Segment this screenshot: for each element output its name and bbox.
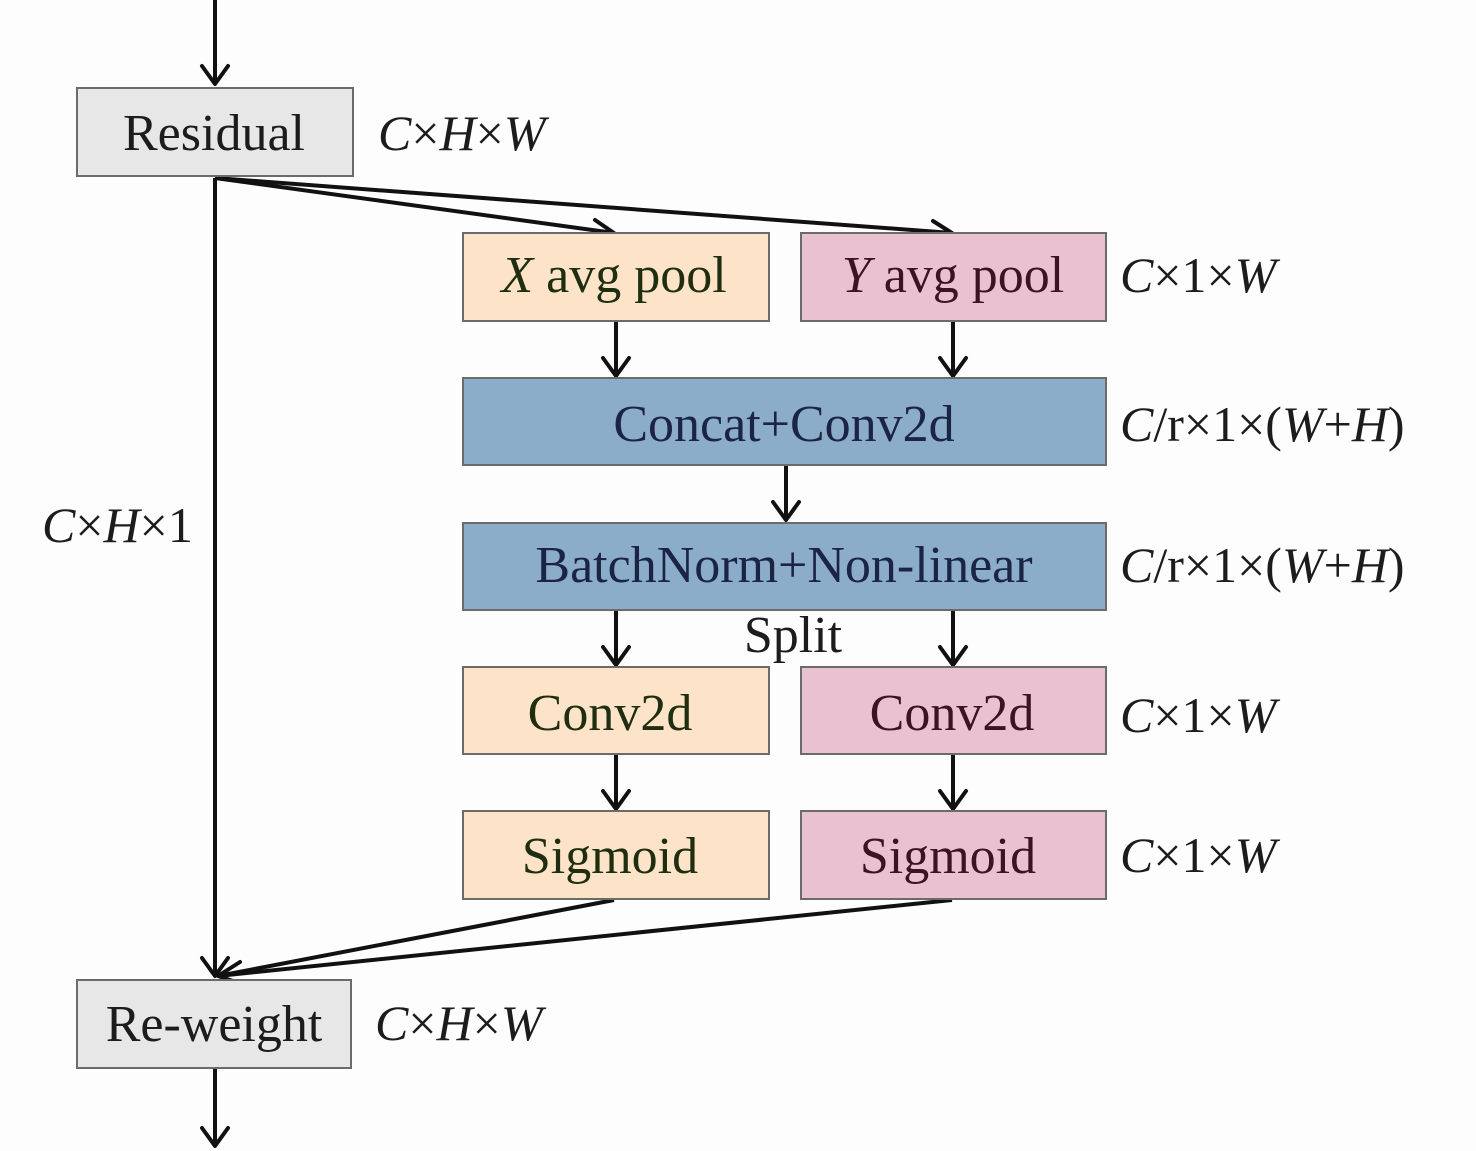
reweight-node: Re-weight [76, 979, 352, 1069]
sigmoid-dim-c: C [1120, 827, 1154, 883]
residual-dim-c: C [378, 105, 412, 161]
reweight-dim-w: W [501, 995, 547, 1051]
reweight-dim-h: H [436, 995, 476, 1051]
x-avg-pool-text: avg pool [533, 247, 727, 304]
concat-dim-close: ) [1388, 396, 1405, 452]
concat-conv-node: Concat+Conv2d [462, 377, 1107, 466]
pool-dim-mid: ×1× [1153, 247, 1234, 303]
sigmoid-dim: C×1×W [1120, 827, 1281, 883]
concat-dim-c: C [1120, 396, 1154, 452]
batchnorm-dim-plus: + [1324, 537, 1352, 593]
sigmoid-x-node: Sigmoid [462, 810, 770, 900]
conv-dim: C×1×W [1120, 687, 1281, 743]
batchnorm-box [462, 522, 1107, 611]
x-avg-pool-var: X [499, 247, 535, 304]
batchnorm-dim-h: H [1351, 537, 1391, 593]
conv-dim-c: C [1120, 687, 1154, 743]
y-pool-to-concat-arrowhead [938, 356, 968, 378]
batchnorm-node: BatchNorm+Non-linear [462, 522, 1107, 611]
y-avg-pool-label: Y avg pool [842, 247, 1064, 304]
sigmoid-y-node: Sigmoid [800, 810, 1107, 900]
reweight-dim-times2: × [473, 995, 501, 1051]
residual-to-y-pool-arrow [214, 176, 953, 235]
conv-dim-mid: ×1× [1153, 687, 1234, 743]
conv2d-x-box [462, 666, 770, 755]
y-avg-pool-node: Y avg pool [800, 232, 1107, 322]
residual-box [76, 87, 354, 177]
sigmoid-x-label: Sigmoid [522, 828, 698, 885]
x-pool-to-concat-arrowhead [601, 356, 631, 378]
sigmoid-y-to-reweight-arrow [217, 898, 953, 978]
batchnorm-dim-w: W [1282, 537, 1328, 593]
pool-dim-c: C [1120, 247, 1154, 303]
sigmoid-dim-w: W [1235, 827, 1281, 883]
conv2d-x-node: Conv2d [462, 666, 770, 755]
sigmoid-y-box [800, 810, 1107, 900]
sigmoid-y-label: Sigmoid [860, 828, 1036, 885]
batchnorm-dim-close: ) [1388, 537, 1405, 593]
residual-dim: C×H×W [378, 105, 550, 161]
split-to-conv-x-arrowhead [601, 645, 631, 667]
residual-node: Residual [76, 87, 354, 177]
y-avg-pool-box [800, 232, 1107, 322]
y-avg-pool-text: avg pool [871, 247, 1065, 304]
pool-dim: C×1×W [1120, 247, 1281, 303]
sigmoid-x-to-reweight-arrow [217, 898, 615, 978]
sigmoid-x-box [462, 810, 770, 900]
conv-x-to-sigmoid-x-arrowhead [601, 789, 631, 811]
skip-dim-h: H [103, 497, 143, 553]
concat-conv-box [462, 377, 1107, 466]
residual-dim-w: W [504, 105, 550, 161]
residual-to-x-pool-arrow [214, 176, 615, 235]
x-avg-pool-box [462, 232, 770, 322]
concat-conv-label: Concat+Conv2d [613, 396, 954, 453]
residual-dim-h: H [439, 105, 479, 161]
y-avg-pool-var: Y [842, 247, 876, 304]
split-to-conv-y-arrowhead [938, 645, 968, 667]
conv2d-y-box [800, 666, 1107, 755]
sigmoid-dim-mid: ×1× [1153, 827, 1234, 883]
batchnorm-label: BatchNorm+Non-linear [535, 537, 1032, 594]
concat-dim-mid: /r×1×( [1153, 396, 1282, 452]
concat-to-batchnorm-arrowhead [771, 500, 801, 522]
concat-dim-plus: + [1324, 396, 1352, 452]
batchnorm-dim-c: C [1120, 537, 1154, 593]
skip-dim-one: ×1 [140, 497, 193, 553]
reweight-label: Re-weight [106, 996, 323, 1053]
output-arrowhead [200, 1126, 230, 1148]
batchnorm-dim-mid: /r×1×( [1153, 537, 1282, 593]
concat-dim-w: W [1282, 396, 1328, 452]
residual-label: Residual [123, 105, 305, 162]
skip-dim-c: C [42, 497, 76, 553]
residual-dim-times1: × [411, 105, 439, 161]
skip-dim-times: × [75, 497, 103, 553]
conv2d-y-node: Conv2d [800, 666, 1107, 755]
x-avg-pool-node: X avg pool [462, 232, 770, 322]
residual-dim-times2: × [476, 105, 504, 161]
reweight-dim: C×H×W [375, 995, 547, 1051]
conv-dim-w: W [1235, 687, 1281, 743]
batchnorm-dim: C/r×1×(W+H) [1120, 537, 1405, 593]
skip-dim: C×H×1 [42, 497, 193, 553]
skip-connection-arrowhead [200, 956, 230, 978]
conv-y-to-sigmoid-y-arrowhead [938, 789, 968, 811]
connectors [200, 0, 968, 1148]
conv2d-x-label: Conv2d [528, 685, 693, 742]
concat-dim-h: H [1351, 396, 1391, 452]
concat-dim: C/r×1×(W+H) [1120, 396, 1405, 452]
split-label: Split [744, 607, 843, 664]
input-arrowhead [200, 64, 230, 86]
reweight-dim-times1: × [408, 995, 436, 1051]
conv2d-y-label: Conv2d [870, 685, 1035, 742]
x-avg-pool-label: X avg pool [499, 247, 726, 304]
reweight-box [76, 979, 352, 1069]
reweight-dim-c: C [375, 995, 409, 1051]
pool-dim-w: W [1235, 247, 1281, 303]
